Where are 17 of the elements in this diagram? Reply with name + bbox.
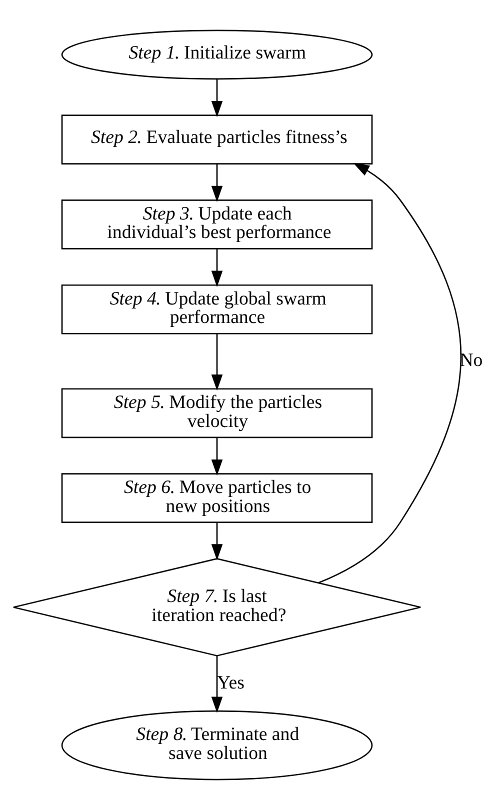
edge-label: Yes [217, 672, 244, 693]
node-box: Step 4. Update global swarm performance [61, 284, 373, 334]
arrow [211, 655, 223, 712]
node-ellipse: Step 8. Terminate and save solution [61, 710, 373, 780]
arrow [211, 333, 223, 390]
node-ellipse: Step 1. Initialize swarm [61, 29, 373, 80]
node-box: Step 6. Move particles to new positions [61, 472, 373, 522]
node-diamond: Step 7. Is last iteration reached? [12, 558, 422, 656]
arrow [211, 78, 223, 117]
arrow [211, 248, 223, 286]
node-box: Step 5. Modify the particles velocity [61, 388, 373, 438]
arrow [318, 162, 462, 583]
node-box: Step 3. Update each individual’s best performance [61, 199, 373, 249]
arrow [211, 522, 223, 560]
arrow [211, 437, 223, 476]
node-box: Step 2. Evaluate particles fitness’s [61, 114, 373, 164]
arrow [211, 164, 223, 202]
